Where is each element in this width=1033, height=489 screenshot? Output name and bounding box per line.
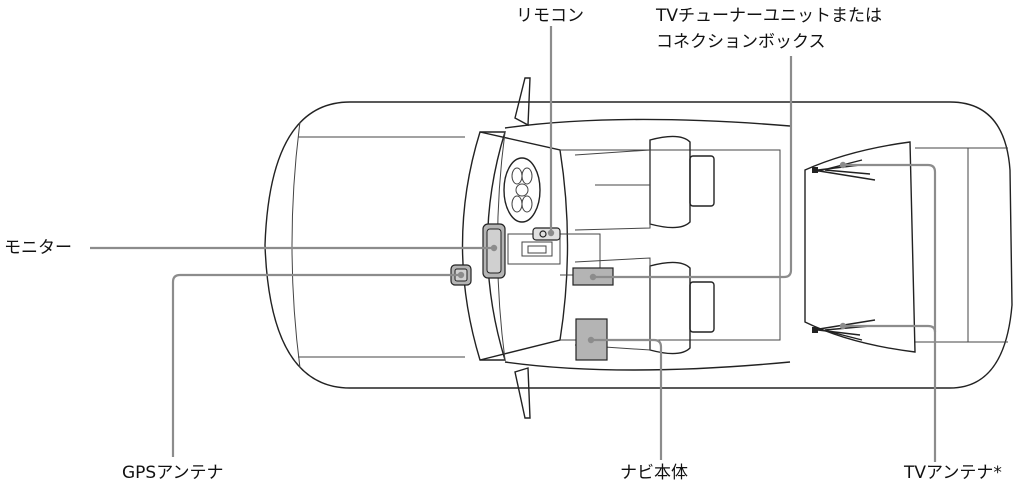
- mirror-top: [514, 77, 531, 127]
- label-navi-unit: ナビ本体: [620, 463, 688, 483]
- leader-navi: [587, 336, 663, 460]
- label-monitor: モニター: [4, 238, 72, 258]
- leader-gps: [171, 271, 465, 457]
- label-tv-tuner-line2: コネクションボックス: [656, 32, 826, 52]
- remote-control-unit: [532, 227, 561, 241]
- label-tv-tuner-line1: TVチューナーユニットまたは: [656, 6, 883, 26]
- door-lines: [504, 118, 791, 371]
- leader-tv-tuner: [589, 56, 793, 281]
- car-body: [264, 101, 1013, 389]
- label-gps-antenna: GPSアンテナ: [122, 463, 224, 483]
- steering-wheel: [503, 157, 541, 223]
- leader-remote: [547, 26, 555, 237]
- leader-tv-antenna: [839, 161, 937, 462]
- label-tv-antenna: TVアンテナ*: [904, 463, 1002, 483]
- mirror-bottom: [514, 367, 531, 419]
- label-remote: リモコン: [516, 6, 584, 26]
- leader-monitor: [90, 244, 498, 252]
- front-seat-top: [574, 135, 715, 231]
- tv-antenna-top: [812, 159, 876, 181]
